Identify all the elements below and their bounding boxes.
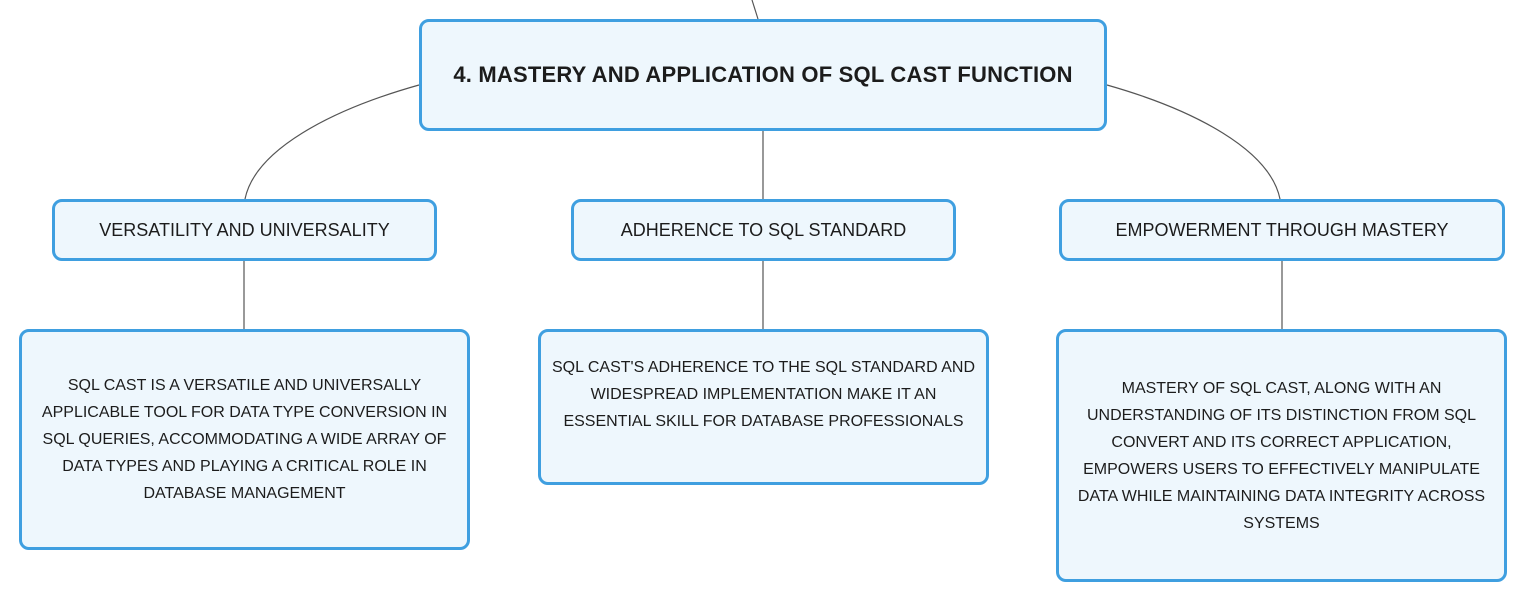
leaf-node-text: SQL CAST IS A VERSATILE AND UNIVERSALLY … (41, 377, 448, 502)
branch-node-label: VERSATILITY AND UNIVERSALITY (99, 219, 390, 240)
branch-node-adherence[interactable]: ADHERENCE TO SQL STANDARD (571, 199, 956, 261)
branch-node-empowerment[interactable]: EMPOWERMENT THROUGH MASTERY (1059, 199, 1505, 261)
connector-root-to-branch-3 (1106, 84, 1281, 200)
leaf-node-text: SQL CAST'S ADHERENCE TO THE SQL STANDARD… (551, 358, 975, 430)
branch-node-versatility[interactable]: VERSATILITY AND UNIVERSALITY (52, 199, 437, 261)
leaf-node-versatility-detail[interactable]: SQL CAST IS A VERSATILE AND UNIVERSALLY … (19, 329, 470, 550)
branch-node-label: ADHERENCE TO SQL STANDARD (620, 219, 907, 240)
root-node[interactable]: 4. MASTERY AND APPLICATION OF SQL CAST F… (419, 19, 1107, 131)
root-node-label: 4. MASTERY AND APPLICATION OF SQL CAST F… (453, 62, 1073, 87)
connector-parent-to-root (751, 0, 759, 20)
leaf-node-adherence-detail[interactable]: SQL CAST'S ADHERENCE TO THE SQL STANDARD… (538, 329, 989, 485)
leaf-node-empowerment-detail[interactable]: MASTERY OF SQL CAST, ALONG WITH AN UNDER… (1056, 329, 1507, 582)
branch-node-label: EMPOWERMENT THROUGH MASTERY (1115, 219, 1449, 240)
connector-root-to-branch-1 (244, 84, 420, 200)
leaf-node-text: MASTERY OF SQL CAST, ALONG WITH AN UNDER… (1077, 379, 1486, 532)
